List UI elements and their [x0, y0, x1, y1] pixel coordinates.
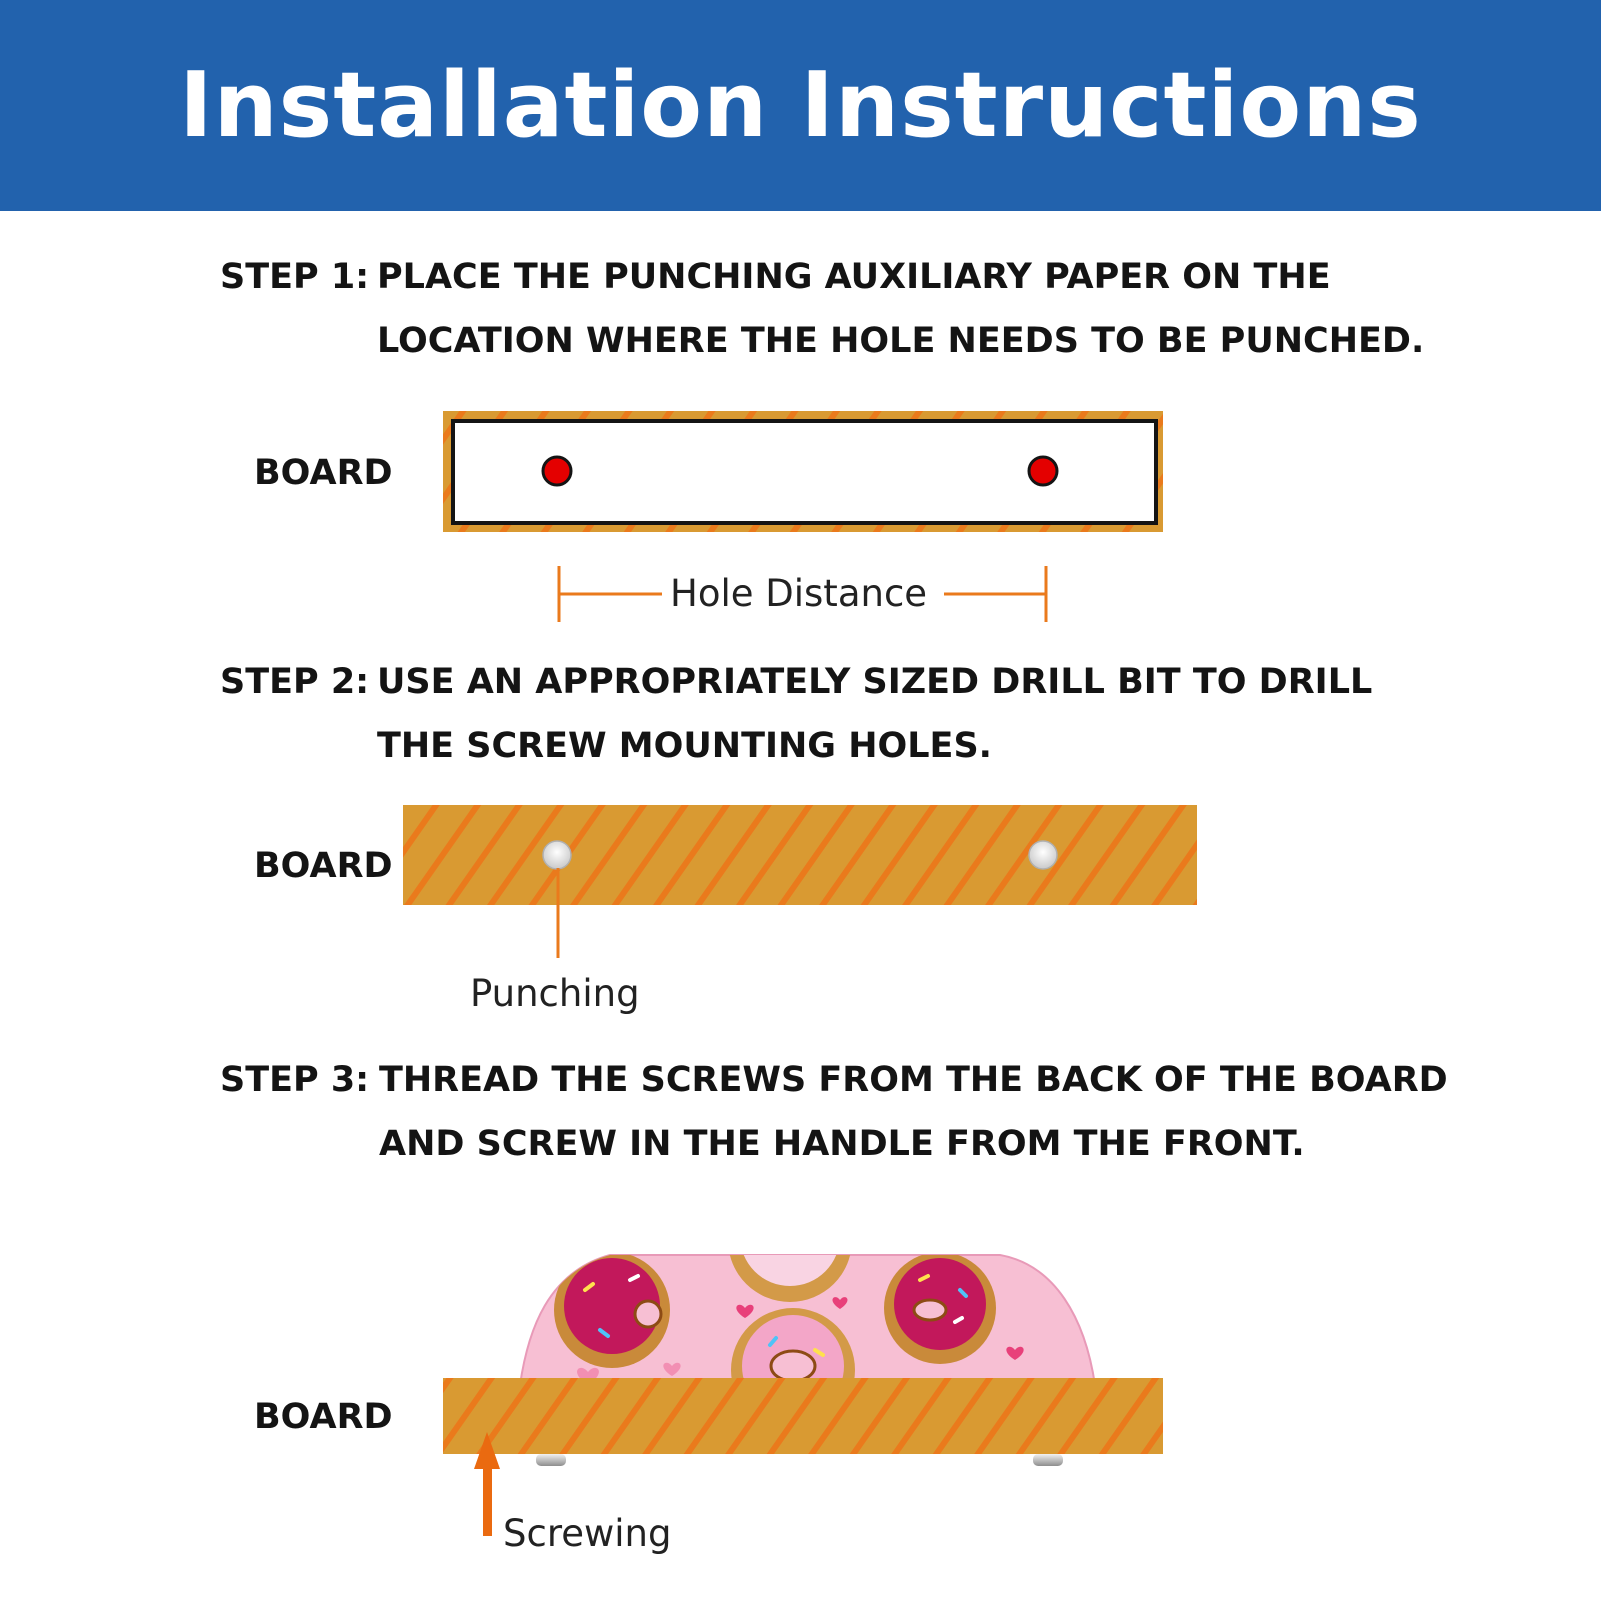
hole-distance-label: Hole Distance [670, 572, 928, 615]
heart-icon [832, 1297, 848, 1309]
heart-icon [663, 1362, 681, 1376]
step-3-wood-board [443, 1378, 1163, 1454]
step-3-number: STEP 3: [220, 1060, 370, 1100]
step-1-line-1: PLACE THE PUNCHING AUXILIARY PAPER ON TH… [377, 257, 1331, 297]
donut-handle [518, 1254, 1097, 1386]
step-1-board [443, 411, 1163, 532]
step-3-assembly [443, 1254, 1163, 1536]
step-1-line-2: LOCATION WHERE THE HOLE NEEDS TO BE PUNC… [377, 321, 1425, 361]
step-1-number: STEP 1: [220, 257, 370, 297]
step-3-line-2: AND SCREW IN THE HANDLE FROM THE FRONT. [379, 1124, 1305, 1164]
drilled-hole-right [1028, 840, 1058, 870]
punching-label: Punching [470, 972, 640, 1015]
board-label-step-1: BOARD [254, 453, 393, 493]
hole-marker-right [1027, 455, 1059, 487]
heart-icon [736, 1304, 754, 1318]
step-2-line-2: THE SCREW MOUNTING HOLES. [377, 726, 992, 766]
step-2-board [403, 805, 1197, 958]
step-2-number: STEP 2: [220, 662, 370, 702]
board-label-step-3: BOARD [254, 1397, 393, 1437]
hole-distance-dimension [557, 566, 1048, 622]
screw-head-right [1033, 1454, 1063, 1466]
screwing-arrow-icon [474, 1432, 500, 1536]
screwing-label: Screwing [503, 1512, 672, 1555]
screw-head-left [536, 1454, 566, 1466]
step-2-wood-board [403, 805, 1197, 905]
handle-donut-pattern [554, 1255, 1024, 1385]
title-banner: Installation Instructions [0, 0, 1601, 211]
hole-marker-left [541, 455, 573, 487]
board-label-step-2: BOARD [254, 846, 393, 886]
page-title: Installation Instructions [179, 52, 1422, 158]
heart-icon [1006, 1346, 1024, 1360]
drilled-hole-left [542, 840, 572, 870]
step-2-line-1: USE AN APPROPRIATELY SIZED DRILL BIT TO … [377, 662, 1373, 702]
step-3-line-1: THREAD THE SCREWS FROM THE BACK OF THE B… [379, 1060, 1448, 1100]
